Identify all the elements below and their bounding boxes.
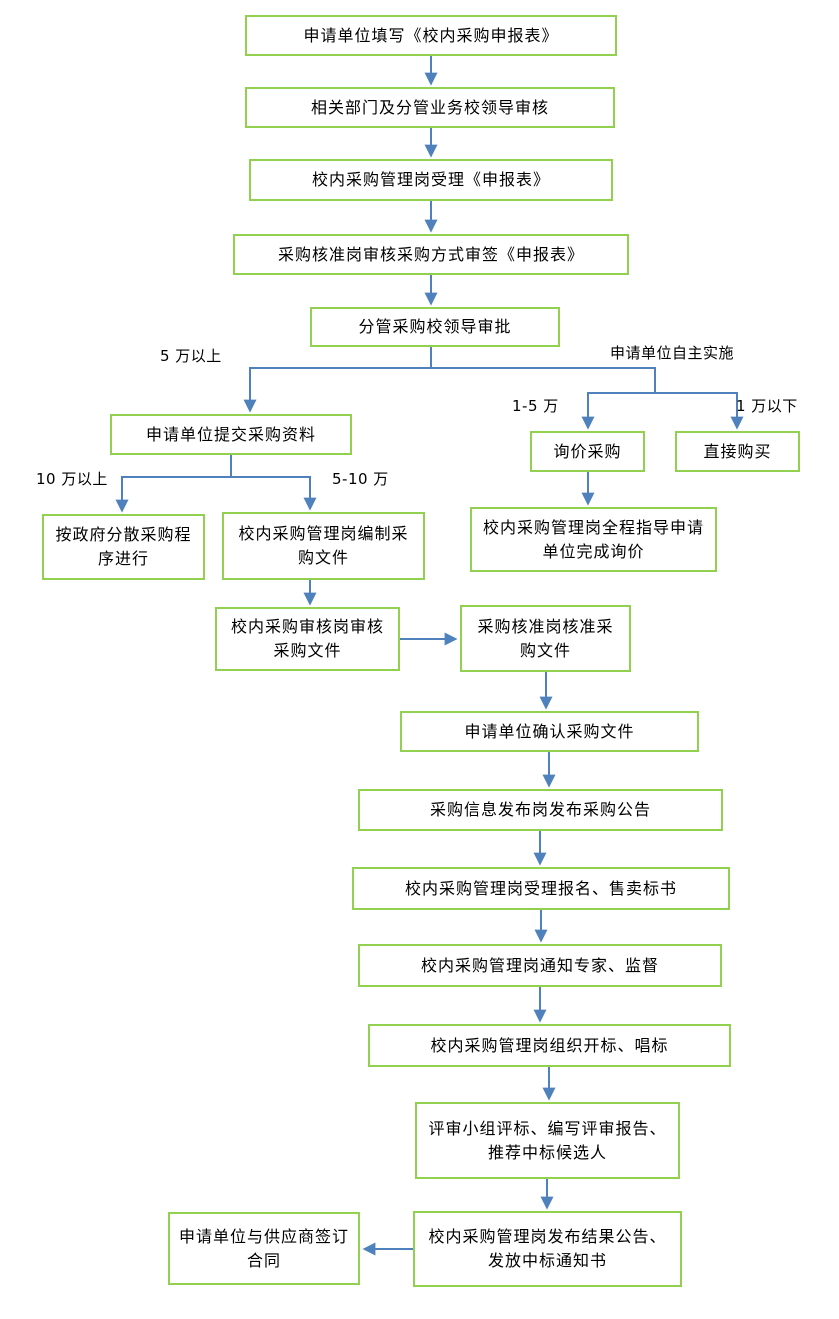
node-confirm-docs: 申请单位确认采购文件 bbox=[400, 711, 699, 752]
node-review-docs: 校内采购审核岗审核采购文件 bbox=[215, 607, 400, 671]
edge-label-over-50k: 5 万以上 bbox=[160, 347, 222, 365]
edge-label-over-100k: 10 万以上 bbox=[36, 470, 108, 488]
node-guide-inquiry: 校内采购管理岗全程指导申请单位完成询价 bbox=[470, 507, 717, 572]
node-sign-contract: 申请单位与供应商签订合同 bbox=[168, 1212, 360, 1285]
node-evaluation-report: 评审小组评标、编写评审报告、推荐中标候选人 bbox=[415, 1102, 680, 1179]
node-registration-sell-bid-docs: 校内采购管理岗受理报名、售卖标书 bbox=[352, 867, 730, 910]
node-inquiry-procurement: 询价采购 bbox=[530, 431, 645, 472]
edge-label-self-implement: 申请单位自主实施 bbox=[610, 344, 735, 362]
node-approve-docs: 采购核准岗核准采购文件 bbox=[460, 605, 631, 672]
node-notify-experts-supervisors: 校内采购管理岗通知专家、监督 bbox=[358, 944, 722, 987]
edge-label-50k-to-100k: 5-10 万 bbox=[332, 470, 389, 488]
node-approval-post-review-method: 采购核准岗审核采购方式审签《申报表》 bbox=[233, 234, 629, 275]
node-leader-approve: 分管采购校领导审批 bbox=[310, 307, 560, 347]
edge-label-under-10k: 1 万以下 bbox=[736, 397, 798, 415]
node-gov-decentralized-procedure: 按政府分散采购程序进行 bbox=[42, 514, 205, 580]
node-submit-materials: 申请单位提交采购资料 bbox=[110, 414, 352, 455]
node-publish-results-notify-winner: 校内采购管理岗发布结果公告、发放中标通知书 bbox=[413, 1211, 682, 1287]
node-direct-purchase: 直接购买 bbox=[675, 431, 800, 472]
node-publish-announcement: 采购信息发布岗发布采购公告 bbox=[358, 789, 723, 831]
node-bid-opening: 校内采购管理岗组织开标、唱标 bbox=[368, 1024, 731, 1067]
edge-label-10k-to-50k: 1-5 万 bbox=[512, 397, 559, 415]
node-dept-leader-review: 相关部门及分管业务校领导审核 bbox=[245, 87, 615, 128]
node-mgmt-accept-form: 校内采购管理岗受理《申报表》 bbox=[249, 159, 613, 201]
node-fill-declaration-form: 申请单位填写《校内采购申报表》 bbox=[245, 15, 617, 56]
node-prepare-docs: 校内采购管理岗编制采购文件 bbox=[222, 512, 425, 580]
